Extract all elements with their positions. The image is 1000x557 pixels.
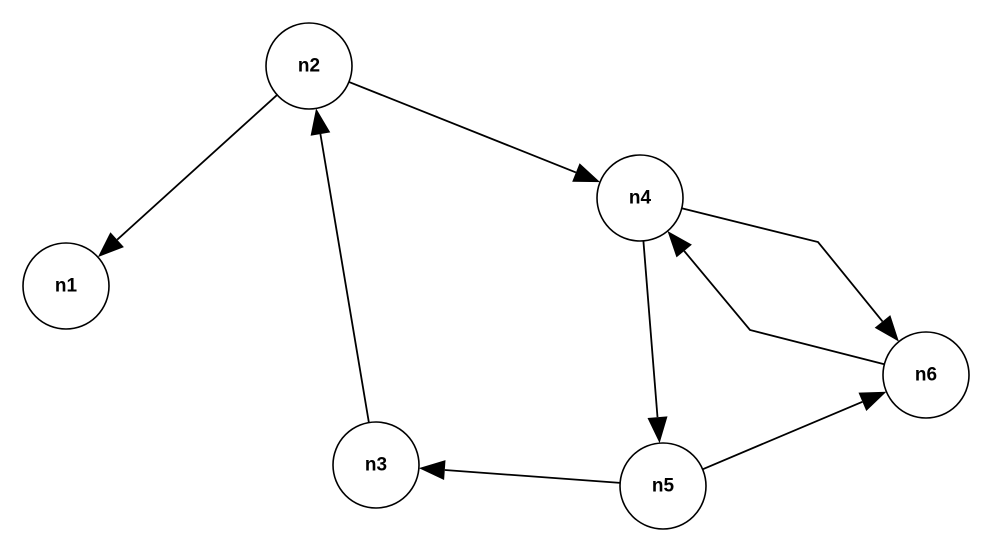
edge-n6-n4 bbox=[667, 231, 885, 366]
node-n4-label: n4 bbox=[629, 188, 652, 209]
node-n2[interactable]: n2 bbox=[265, 22, 353, 110]
edge-n2-n4 bbox=[348, 81, 601, 183]
edge-line-n5-n3 bbox=[444, 469, 621, 484]
node-n6-circle bbox=[882, 331, 970, 419]
node-n4-circle bbox=[596, 154, 684, 242]
node-n3-circle bbox=[332, 421, 420, 509]
nodes-layer: n1 n2 n3 n4 n5 n6 bbox=[22, 22, 970, 530]
node-n3[interactable]: n3 bbox=[332, 421, 420, 509]
node-n6[interactable]: n6 bbox=[882, 331, 970, 419]
edge-n5-n6 bbox=[702, 391, 887, 471]
node-n1[interactable]: n1 bbox=[22, 242, 110, 330]
node-n5[interactable]: n5 bbox=[619, 442, 707, 530]
node-n2-circle bbox=[265, 22, 353, 110]
arrowhead-n2-n1 bbox=[97, 232, 124, 258]
arrowhead-n3-n2 bbox=[310, 108, 331, 136]
node-n4[interactable]: n4 bbox=[596, 154, 684, 242]
edge-n3-n2 bbox=[310, 108, 370, 423]
arrowhead-n5-n3 bbox=[418, 460, 446, 480]
edge-line-n2-n1 bbox=[116, 94, 278, 241]
node-n2-label: n2 bbox=[298, 56, 320, 77]
node-n1-label: n1 bbox=[55, 276, 78, 297]
arrowhead-n4-n5 bbox=[647, 416, 668, 444]
edge-n5-n3 bbox=[418, 460, 621, 484]
edge-line-n3-n2 bbox=[319, 133, 370, 423]
edges-layer bbox=[97, 81, 899, 484]
arrowhead-n5-n6 bbox=[858, 391, 887, 411]
node-n1-circle bbox=[22, 242, 110, 330]
edge-line-n4-n6 bbox=[681, 207, 884, 322]
edge-n4-n6 bbox=[681, 207, 899, 342]
arrowhead-n6-n4 bbox=[667, 231, 692, 258]
edge-line-n4-n5 bbox=[642, 240, 659, 418]
edge-line-n5-n6 bbox=[702, 400, 863, 471]
arrowhead-n2-n4 bbox=[572, 163, 601, 183]
edge-line-n2-n4 bbox=[348, 81, 577, 174]
node-n5-label: n5 bbox=[652, 476, 675, 497]
node-n6-label: n6 bbox=[915, 365, 937, 386]
edge-line-n6-n4 bbox=[683, 250, 885, 366]
node-n5-circle bbox=[619, 442, 707, 530]
node-n3-label: n3 bbox=[365, 455, 387, 476]
edge-n4-n5 bbox=[642, 240, 668, 444]
arrowhead-n4-n6 bbox=[874, 315, 899, 342]
edge-n2-n1 bbox=[97, 94, 278, 258]
